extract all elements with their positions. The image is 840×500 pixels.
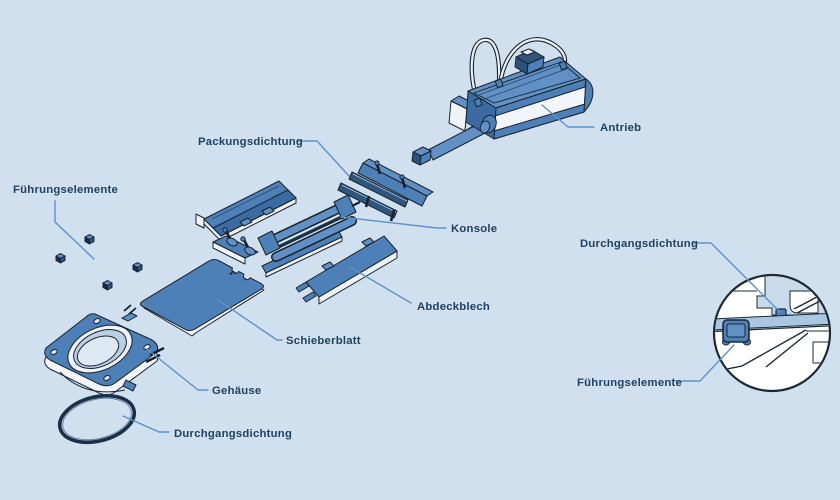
label-antrieb: Antrieb: [600, 122, 641, 134]
abdeckblech-top-face: [305, 235, 398, 298]
label-abdeckblech: Abdeckblech: [417, 301, 490, 313]
packing-seal-bar-back-highlight: [352, 173, 408, 202]
o-ring: [57, 393, 137, 445]
rail-end-block-right: [333, 194, 357, 220]
label-fuehrungselemente-left: Führungselemente: [13, 184, 118, 196]
section-fuehrungselement-inner: [726, 323, 746, 338]
guide-rail-front: [272, 217, 356, 261]
gehaeuse-part: [44, 304, 165, 396]
gland-studs-down: [364, 195, 396, 222]
cylinder-end-cap: [583, 78, 594, 113]
label-gehaeuse: Gehäuse: [212, 385, 261, 397]
abdeckblech-tab-2: [321, 261, 335, 271]
gland-studs-up: [375, 163, 407, 189]
bonnet-panel-line: [211, 185, 280, 220]
leader-packungsdichtung: [297, 140, 350, 177]
rail-end-pin: [351, 201, 361, 207]
bonnet-tab-2: [261, 206, 275, 216]
schieberblatt-plate: [139, 258, 264, 332]
leader-antrieb: [541, 104, 595, 128]
leader-durchgangsdichtung-left: [122, 415, 170, 433]
abdeckblech-tab-1: [361, 237, 375, 247]
packungsdichtung-parts: [337, 158, 434, 222]
fuehrungselemente-parts: [55, 234, 143, 291]
detail-view: [712, 273, 832, 393]
konsole-boss-2: [244, 246, 256, 256]
rod-clevis-side: [419, 150, 432, 166]
label-packungsdichtung: Packungsdichtung: [198, 136, 303, 148]
packing-seal-bar-back: [348, 171, 409, 208]
rail-end-block-left: [257, 230, 281, 256]
konsole-stud-nut-1: [222, 227, 228, 233]
konsole-lower-plate-edge: [265, 236, 343, 278]
label-konsole: Konsole: [451, 223, 497, 235]
gehaeuse-bore-hole: [76, 335, 120, 367]
guide-cube-3: [132, 262, 143, 273]
gehaeuse-bolt-hole-4: [50, 349, 58, 355]
guide-rail-back: [262, 203, 346, 247]
leader-konsole: [340, 216, 447, 229]
section-step-top-right: [819, 276, 829, 289]
bonnet-lip: [195, 213, 205, 229]
leader-abdeckblech: [349, 266, 412, 304]
gland-stud-nut-2: [399, 174, 405, 180]
konsole-boss-1: [226, 237, 238, 247]
air-tube-right-core: [498, 38, 567, 86]
leader-lines: [54, 104, 781, 433]
gehaeuse-bracket-pins: [123, 304, 137, 315]
section-steps-right: [806, 330, 829, 364]
leader-gehaeuse: [146, 348, 209, 391]
label-durchgangsdichtung-right: Durchgangsdichtung: [580, 238, 698, 250]
guide-cube-4: [102, 280, 113, 291]
guide-cube-1: [84, 234, 95, 245]
guide-rail-slot: [271, 213, 347, 252]
antrieb-part: [411, 37, 594, 166]
bonnet-edge-band: [212, 189, 297, 237]
gland-stud-nut-1: [374, 160, 380, 166]
rod-gland-boss-inner: [479, 120, 491, 134]
konsole-part: [212, 194, 361, 278]
schieberblatt-hole: [229, 272, 233, 275]
konsole-flange-edge: [212, 241, 246, 265]
gehaeuse-bolt-hole-1: [93, 318, 101, 324]
leader-fuehrungselemente-left: [54, 200, 95, 260]
gehaeuse-bolt-hole-3: [103, 375, 111, 381]
durchgangsdichtung-oring: [57, 393, 137, 445]
valve-box-side: [526, 56, 545, 75]
tube-fitting-2: [494, 78, 504, 89]
label-durchgangsdichtung-left: Durchgangsdichtung: [174, 428, 292, 440]
bonnet-tab-1: [239, 217, 253, 227]
bonnet-cover-part: [195, 180, 297, 242]
cylinder-grooves: [472, 63, 570, 102]
tube-fitting-1: [473, 97, 483, 108]
gehaeuse-top-bracket: [121, 312, 138, 322]
valve-box-cap: [520, 48, 536, 56]
label-fuehrungselemente-right: Führungselemente: [577, 377, 682, 389]
section-seal-lip-lines: [793, 296, 821, 314]
konsole-stud-nut-2: [240, 236, 246, 242]
labels: Packungsdichtung Führungselemente Antrie…: [13, 122, 698, 440]
guide-cube-2: [55, 253, 66, 264]
leader-schieberblatt: [217, 299, 283, 341]
abdeckblech-fork-prong-1: [295, 281, 310, 293]
abdeckblech-fork-prong-2: [302, 291, 317, 303]
leader-fuehrungselemente-right: [675, 344, 735, 382]
air-tube-left-core: [470, 38, 501, 106]
gland-strip-front: [357, 162, 428, 207]
o-ring-highlight: [62, 397, 132, 441]
label-schieberblatt: Schieberblatt: [286, 335, 361, 347]
schieberblatt-part: [139, 258, 265, 337]
leader-durchgangsdichtung-right: [691, 242, 781, 313]
abdeckblech-part: [295, 235, 398, 305]
gehaeuse-back-ring: [59, 371, 126, 393]
tube-fitting-3: [558, 60, 568, 71]
gehaeuse-drain-fitting: [122, 379, 137, 392]
